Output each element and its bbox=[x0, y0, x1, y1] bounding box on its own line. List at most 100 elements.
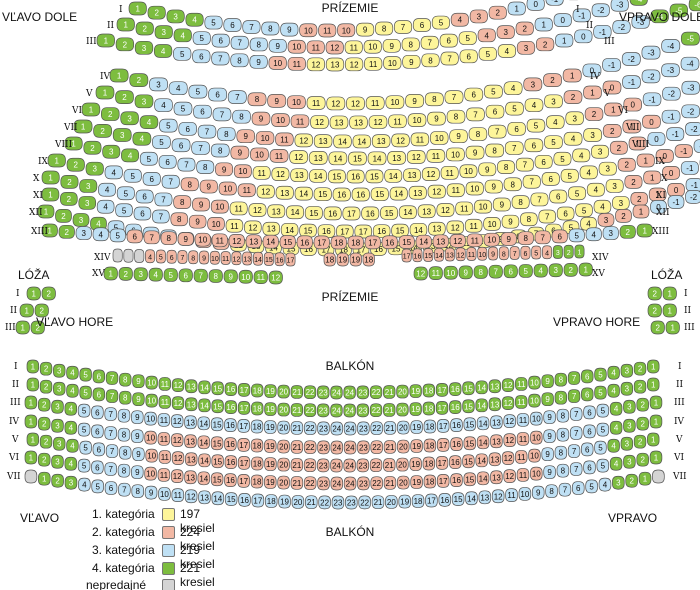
seat-cat3[interactable]: 6 bbox=[583, 424, 596, 439]
seat-cat3[interactable]: 24 bbox=[330, 421, 344, 436]
seat-cat1[interactable]: 13 bbox=[403, 168, 422, 183]
seat-cat2[interactable]: 16 bbox=[450, 437, 463, 451]
seat-cat2[interactable]: 2 bbox=[602, 124, 622, 138]
seat-cat4[interactable]: 1 bbox=[24, 450, 38, 465]
seat-cat1[interactable]: 5 bbox=[575, 203, 593, 218]
seat-cat4[interactable]: 19 bbox=[409, 384, 422, 398]
seat-cat2[interactable]: 16 bbox=[296, 235, 313, 250]
seat-cat1[interactable]: 11 bbox=[446, 183, 465, 198]
seat-cat4[interactable]: 3 bbox=[623, 418, 636, 433]
seat-cat4[interactable]: 3 bbox=[53, 363, 66, 378]
seat-cat3[interactable]: 8 bbox=[545, 484, 558, 499]
seat-cat4[interactable]: 2 bbox=[60, 175, 79, 189]
seat-cat1[interactable]: 10 bbox=[363, 39, 382, 54]
seat-cat3[interactable]: 5 bbox=[109, 228, 126, 243]
seat-cat1[interactable]: 5 bbox=[505, 101, 524, 116]
seat-cat3[interactable]: 6 bbox=[581, 442, 594, 457]
seat-cat4[interactable]: 2 bbox=[101, 107, 120, 121]
seat-cat4[interactable]: 1 bbox=[26, 359, 40, 374]
seat-cat2[interactable]: 8 bbox=[170, 212, 189, 227]
seat-cat4[interactable]: 19 bbox=[264, 402, 277, 416]
seat-cat2[interactable]: 0 bbox=[667, 183, 685, 197]
seat-cat2[interactable]: 11 bbox=[158, 450, 172, 464]
seat-cat2[interactable]: 15 bbox=[279, 235, 296, 249]
seat-cat4[interactable]: 1 bbox=[116, 17, 135, 32]
seat-cat1[interactable]: 17 bbox=[342, 206, 361, 221]
seat-cat2[interactable]: 14 bbox=[475, 453, 488, 468]
seat-cat3[interactable]: 0 bbox=[650, 200, 667, 214]
seat-cat4[interactable]: 1 bbox=[662, 286, 677, 301]
seat-cat3[interactable]: -1 bbox=[602, 58, 622, 72]
seat-cat3[interactable]: 16 bbox=[238, 493, 251, 507]
seat-cat2[interactable]: 11 bbox=[466, 247, 477, 261]
seat-cat4[interactable]: 12 bbox=[501, 396, 515, 410]
seat-cat2[interactable]: -1 bbox=[674, 144, 693, 159]
seat-cat4[interactable]: 1 bbox=[19, 303, 34, 318]
seat-cat1[interactable]: 12 bbox=[406, 150, 426, 164]
seat-cat1[interactable]: 16 bbox=[332, 187, 351, 202]
seat-cat3[interactable]: 18 bbox=[264, 494, 278, 508]
seat-cat2[interactable]: 11 bbox=[237, 183, 256, 198]
seat-cat3[interactable]: 4 bbox=[78, 477, 91, 492]
seat-cat3[interactable]: 12 bbox=[503, 414, 516, 428]
seat-cat4[interactable]: 15 bbox=[211, 381, 224, 396]
seat-cat3[interactable]: 3 bbox=[149, 77, 168, 92]
seat-cat4[interactable]: 1 bbox=[38, 471, 51, 486]
seat-cat3[interactable]: 0 bbox=[553, 13, 572, 27]
seat-cat2[interactable]: 15 bbox=[423, 248, 434, 262]
seat-cat1[interactable]: 8 bbox=[375, 21, 394, 36]
seat-cat4[interactable]: 12 bbox=[171, 378, 185, 392]
seat-cat4[interactable]: -5 bbox=[680, 31, 700, 46]
seat-cat4[interactable]: 13 bbox=[185, 379, 198, 394]
seat-cat2[interactable]: 9 bbox=[199, 179, 218, 194]
seat-cat4[interactable]: 12 bbox=[413, 266, 428, 281]
seat-cat4[interactable]: 2 bbox=[625, 473, 638, 488]
seat-cat4[interactable]: 8 bbox=[473, 265, 488, 279]
seat-cat3[interactable]: -1 bbox=[572, 8, 591, 23]
seat-cat4[interactable]: 2 bbox=[563, 244, 574, 259]
seat-cat4[interactable]: 10 bbox=[528, 375, 541, 390]
seat-cat4[interactable]: 1 bbox=[647, 432, 660, 447]
seat-cat2[interactable]: 13 bbox=[245, 234, 262, 249]
seat-cat1[interactable]: 9 bbox=[465, 145, 485, 160]
seat-cat4[interactable]: 2 bbox=[115, 37, 135, 52]
seat-cat3[interactable]: 23 bbox=[331, 495, 345, 510]
seat-cat4[interactable]: 2 bbox=[650, 320, 665, 335]
seat-cat3[interactable]: 5 bbox=[188, 84, 208, 99]
seat-cat2[interactable]: 3 bbox=[597, 213, 615, 227]
seat-cat3[interactable]: 21 bbox=[371, 495, 385, 510]
seat-cat3[interactable]: 3 bbox=[75, 226, 92, 240]
seat-cat2[interactable]: 15 bbox=[463, 472, 477, 487]
seat-cat1[interactable]: 11 bbox=[410, 132, 430, 147]
seat-cat1[interactable]: 6 bbox=[524, 138, 544, 153]
seat-cat2[interactable]: 11 bbox=[515, 450, 528, 464]
seat-cat2[interactable]: 18 bbox=[250, 474, 264, 489]
seat-cat3[interactable]: 12 bbox=[184, 489, 198, 504]
seat-cat4[interactable]: 16 bbox=[449, 400, 462, 414]
seat-cat4[interactable]: 24 bbox=[330, 385, 343, 400]
seat-cat4[interactable]: 1 bbox=[95, 85, 115, 100]
seat-cat2[interactable]: 7 bbox=[534, 230, 551, 245]
seat-cat4[interactable]: 9 bbox=[223, 269, 238, 284]
seat-cat1[interactable]: 13 bbox=[325, 57, 345, 72]
seat-cat1[interactable]: 6 bbox=[507, 121, 526, 136]
seat-cat2[interactable]: 2 bbox=[630, 191, 649, 206]
seat-cat3[interactable]: 7 bbox=[177, 157, 196, 172]
seat-cat3[interactable]: 5 bbox=[594, 440, 607, 455]
seat-cat2[interactable]: 22 bbox=[370, 476, 383, 491]
seat-cat3[interactable]: 19 bbox=[398, 494, 411, 509]
seat-cat3[interactable]: 4 bbox=[92, 227, 109, 242]
seat-cat4[interactable]: 1 bbox=[647, 359, 660, 374]
seat-cat4[interactable]: -4 bbox=[629, 0, 648, 6]
seat-cat2[interactable]: 1 bbox=[583, 85, 602, 100]
seat-cat4[interactable]: 4 bbox=[66, 383, 79, 398]
seat-cat2[interactable]: 10 bbox=[255, 131, 275, 145]
seat-cat1[interactable]: 16 bbox=[361, 206, 380, 221]
seat-cat1[interactable]: 7 bbox=[488, 124, 507, 139]
seat-cat3[interactable]: 9 bbox=[543, 429, 556, 444]
seat-cat2[interactable]: 8 bbox=[517, 231, 534, 246]
seat-cat3[interactable]: 24 bbox=[343, 421, 357, 436]
seat-cat4[interactable]: 3 bbox=[623, 454, 636, 469]
seat-cat4[interactable]: 9 bbox=[132, 374, 145, 389]
seat-cat4[interactable]: 2 bbox=[619, 224, 636, 239]
